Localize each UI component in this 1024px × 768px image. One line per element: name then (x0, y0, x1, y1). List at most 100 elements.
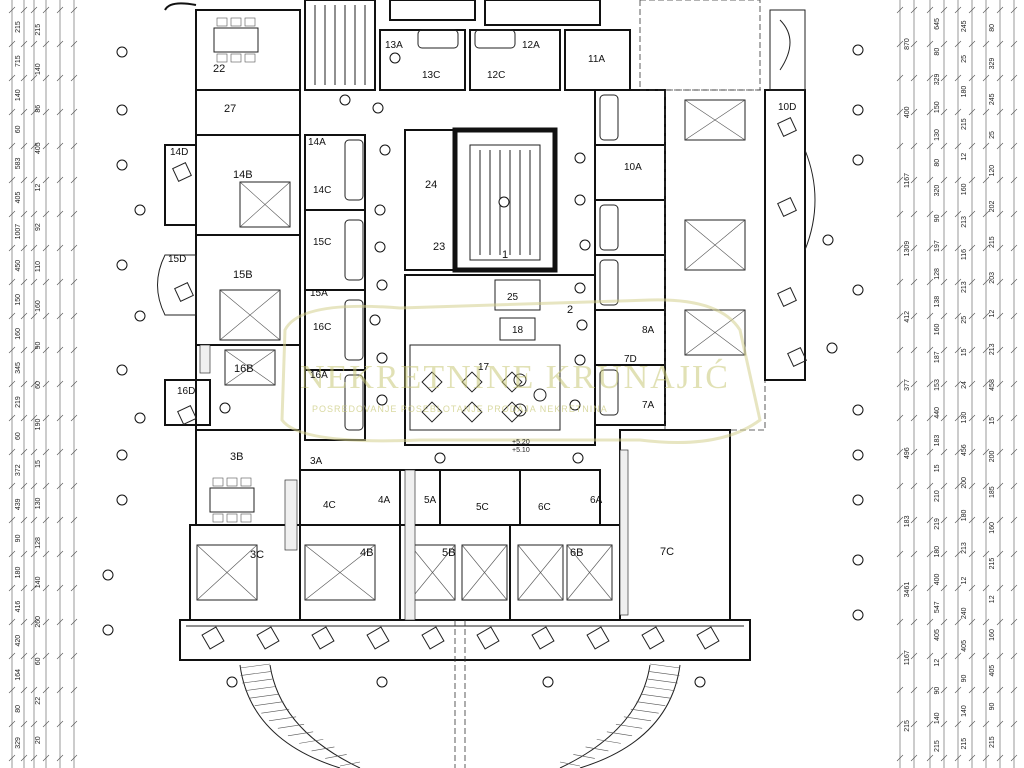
dimension-tick (42, 346, 50, 354)
left-inner-dimension-label: 22 (35, 697, 42, 705)
dimension-tick (1010, 278, 1018, 286)
dimension-tick (1010, 312, 1018, 320)
dimension-tick (56, 108, 64, 116)
room-5c: 5C (476, 502, 489, 513)
dimension-tick (926, 278, 934, 286)
left-outer-dimension-label: 439 (15, 498, 22, 510)
dimension-tick (1010, 244, 1018, 252)
dimension-tick (56, 516, 64, 524)
right-c-dimension-label: 15 (961, 348, 968, 356)
dimension-tick (20, 278, 28, 286)
right-d-dimension-label: 200 (989, 450, 996, 462)
dimension-tick (910, 108, 918, 116)
bed-symbol (239, 181, 291, 228)
grid-marker-icon (116, 159, 128, 171)
ramp-tread (649, 671, 680, 676)
right-d-dimension-label: 215 (989, 558, 996, 570)
left-outer-dimension-label: 372 (15, 464, 22, 476)
dimension-tick (954, 312, 962, 320)
dimension-tick (8, 516, 16, 524)
right-c-dimension-label: 160 (961, 183, 968, 195)
room-3b: 3B (230, 451, 243, 463)
dimension-tick (8, 6, 16, 14)
ramp-tread (245, 686, 275, 691)
right-d-dimension-label: 12 (989, 310, 996, 318)
dimension-tick (926, 40, 934, 48)
bed-diagonal (566, 544, 613, 601)
grid-marker-icon (852, 44, 864, 56)
dimension-tick (70, 584, 78, 592)
dimension-tick (42, 74, 50, 82)
room-13c: 13C (422, 70, 440, 81)
dimension-tick (42, 482, 50, 490)
dimension-tick (56, 6, 64, 14)
room-24: 24 (425, 179, 437, 191)
dimension-tick (968, 686, 976, 694)
bed-diagonal (219, 289, 281, 341)
dimension-tick (982, 40, 990, 48)
right-b-dimension-label: 140 (934, 712, 941, 724)
ramp-tread (339, 761, 361, 767)
dimension-tick (30, 652, 38, 660)
partition-wall (619, 449, 629, 616)
dimension-tick (30, 754, 38, 762)
dimension-tick (940, 584, 948, 592)
grid-marker-icon (116, 364, 128, 376)
dimension-tick (30, 74, 38, 82)
dimension-tick (896, 414, 904, 422)
right-b-dimension-label: 219 (934, 518, 941, 530)
ramp-tread (249, 693, 279, 699)
dimension-tick (70, 516, 78, 524)
dimension-tick (954, 210, 962, 218)
dimension-tick (896, 380, 904, 388)
bed-symbol (684, 99, 746, 141)
room-14a: 14A (308, 137, 326, 148)
right-b-dimension-label: 320 (934, 185, 941, 197)
room-23: 23 (433, 241, 445, 253)
armchair-symbol (177, 405, 197, 425)
dimension-tick (982, 652, 990, 660)
chair-symbol (230, 53, 242, 63)
left-outer-dimension-label: 345 (15, 362, 22, 374)
dimension-tick (996, 584, 1004, 592)
room-22: 22 (213, 63, 225, 75)
dimension-tick (8, 278, 16, 286)
right-a-dimension-label: 215 (904, 720, 911, 732)
ramp-tread (254, 701, 284, 706)
dimension-tick (1010, 516, 1018, 524)
dimension-tick (896, 6, 904, 14)
dimension-tick (70, 142, 78, 150)
dimension-tick (8, 482, 16, 490)
chair-symbol (240, 513, 252, 523)
left-outer-dimension-label: 160 (15, 328, 22, 340)
bed-diagonal (304, 544, 376, 601)
dimension-tick (996, 210, 1004, 218)
table-symbol (209, 487, 255, 513)
right-c-dimension-label: 200 (961, 477, 968, 489)
dimension-tick (968, 346, 976, 354)
dimension-tick (940, 74, 948, 82)
dimension-tick (968, 754, 976, 762)
dimension-tick (996, 516, 1004, 524)
dimension-tick (1010, 652, 1018, 660)
bed-symbol (517, 544, 564, 601)
dimension-tick (996, 754, 1004, 762)
dimension-tick (70, 176, 78, 184)
dimension-tick (910, 448, 918, 456)
dimension-tick (996, 618, 1004, 626)
ramp-tread (585, 746, 609, 752)
dimension-tick (1010, 754, 1018, 762)
bed-diagonal (196, 544, 258, 601)
grid-marker-icon (376, 676, 388, 688)
dimension-tick (968, 414, 976, 422)
dimension-tick (56, 754, 64, 762)
dimension-tick (20, 448, 28, 456)
dimension-tick (20, 618, 28, 626)
right-a-dimension-label: 400 (904, 106, 911, 118)
dimension-tick (968, 244, 976, 252)
terrace-chair-symbol (476, 626, 500, 650)
grid-marker-icon (134, 412, 146, 424)
right-c-dimension-label: 213 (961, 542, 968, 554)
room-6b: 6B (570, 547, 583, 559)
